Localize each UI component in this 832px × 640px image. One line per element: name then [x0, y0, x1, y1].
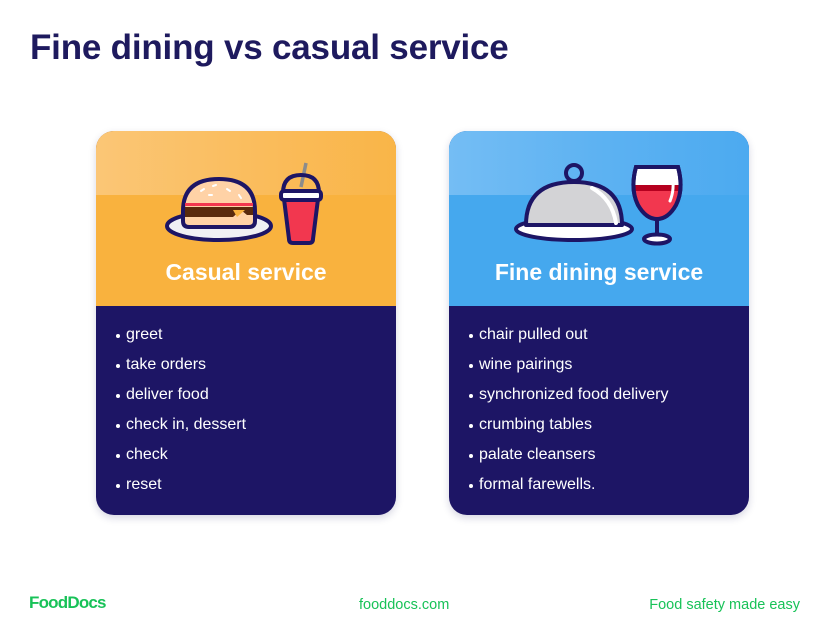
list-item: check in, dessert: [116, 410, 396, 440]
bullet-icon: [469, 423, 473, 428]
bullet-icon: [116, 423, 120, 428]
bullet-icon: [469, 453, 473, 458]
page-title: Fine dining vs casual service: [30, 28, 509, 67]
casual-service-list: greet take orders deliver food check in,…: [116, 320, 396, 500]
casual-service-card: Casual service greet take orders deliver…: [96, 131, 396, 515]
card-body: greet take orders deliver food check in,…: [96, 306, 396, 500]
list-item: crumbing tables: [469, 410, 749, 440]
casual-illustration: [96, 155, 396, 250]
list-item: deliver food: [116, 380, 396, 410]
card-title: Casual service: [165, 259, 327, 285]
soda-cup-icon: [279, 162, 323, 245]
list-item: palate cleansers: [469, 440, 749, 470]
bullet-icon: [469, 483, 473, 488]
fine-dining-illustration: [449, 155, 749, 250]
bullet-icon: [469, 333, 473, 338]
wine-glass-icon: [630, 165, 683, 246]
list-item: greet: [116, 320, 396, 350]
bullet-icon: [116, 453, 120, 458]
list-item: check: [116, 440, 396, 470]
bullet-icon: [469, 393, 473, 398]
bullet-icon: [116, 393, 120, 398]
list-item: formal farewells.: [469, 470, 749, 500]
card-body: chair pulled out wine pairings synchroni…: [449, 306, 749, 500]
footer-url[interactable]: fooddocs.com: [359, 597, 450, 613]
list-item: wine pairings: [469, 350, 749, 380]
fooddocs-logo: FoodDocs: [29, 593, 107, 612]
burger-on-plate-icon: [165, 176, 273, 242]
list-item: take orders: [116, 350, 396, 380]
card-title: Fine dining service: [494, 259, 704, 285]
bullet-icon: [469, 363, 473, 368]
list-item: synchronized food delivery: [469, 380, 749, 410]
list-item: reset: [116, 470, 396, 500]
fine-dining-card: Fine dining service chair pulled out win…: [449, 131, 749, 515]
card-header: Casual service: [96, 131, 396, 306]
fine-dining-list: chair pulled out wine pairings synchroni…: [469, 320, 749, 500]
card-header: Fine dining service: [449, 131, 749, 306]
bullet-icon: [116, 483, 120, 488]
cloche-platter-icon: [513, 163, 634, 242]
list-item: chair pulled out: [469, 320, 749, 350]
bullet-icon: [116, 363, 120, 368]
footer-tagline: Food safety made easy: [649, 597, 800, 613]
bullet-icon: [116, 333, 120, 338]
